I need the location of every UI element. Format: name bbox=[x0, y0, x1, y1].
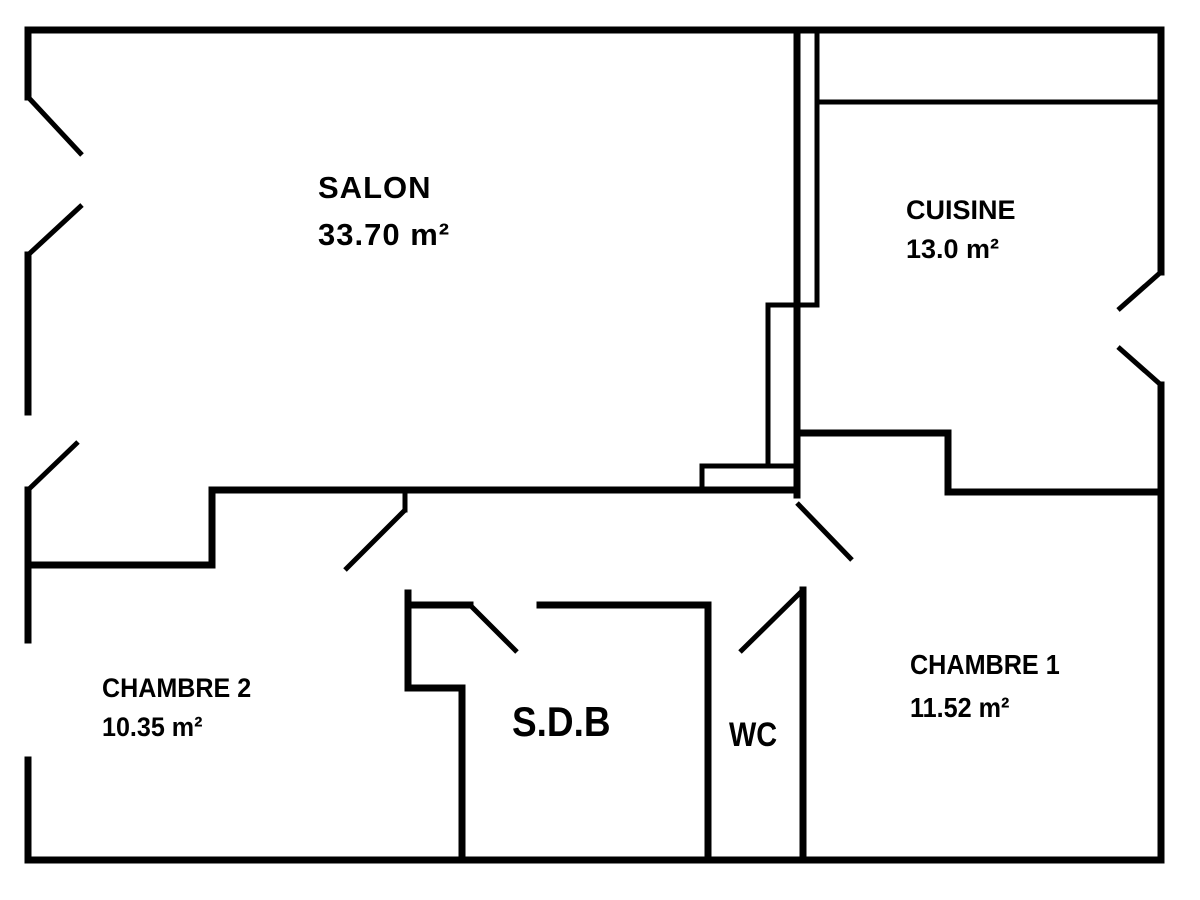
wc-door-leaf bbox=[738, 588, 805, 654]
front-door-leaf-top bbox=[26, 95, 84, 157]
west-door-leaf bbox=[26, 440, 80, 492]
salon-niche bbox=[699, 463, 800, 493]
kitchen-door-leaf-top bbox=[1116, 270, 1163, 312]
cuisine-area: 13.0 m² bbox=[906, 234, 999, 264]
kitchen-door-leaf-bottom bbox=[1116, 345, 1163, 387]
salon-name: SALON bbox=[318, 170, 432, 205]
cuisine-name: CUISINE bbox=[906, 195, 1016, 225]
sdb-top-right-wall bbox=[536, 601, 712, 864]
exterior-doors bbox=[26, 95, 1163, 492]
interior-walls bbox=[24, 26, 1165, 864]
chambre1-area: 11.52 m² bbox=[910, 692, 1010, 724]
interior-doors bbox=[343, 501, 854, 654]
salon-area: 33.70 m² bbox=[318, 217, 450, 252]
front-door-leaf-bottom bbox=[26, 203, 84, 257]
sdb-left-wall bbox=[404, 589, 466, 692]
sdb-name: S.D.B bbox=[512, 699, 611, 746]
wc-name: WC bbox=[729, 715, 777, 754]
chambre2-area: 10.35 m² bbox=[102, 711, 203, 742]
salon-bottom-wall bbox=[24, 486, 801, 569]
kitchen-bottom-wall bbox=[793, 429, 1165, 496]
sdb-door-leaf bbox=[468, 603, 519, 654]
salon-kitchen-wall-right bbox=[765, 27, 820, 469]
room-labels: SALON 33.70 m² CUISINE 13.0 m² CHAMBRE 2… bbox=[102, 170, 1060, 754]
chambre1-name: CHAMBRE 1 bbox=[910, 649, 1060, 681]
chambre1-door-leaf bbox=[795, 501, 854, 562]
chambre2-door-leaf bbox=[343, 508, 407, 572]
chambre2-name: CHAMBRE 2 bbox=[102, 672, 251, 703]
